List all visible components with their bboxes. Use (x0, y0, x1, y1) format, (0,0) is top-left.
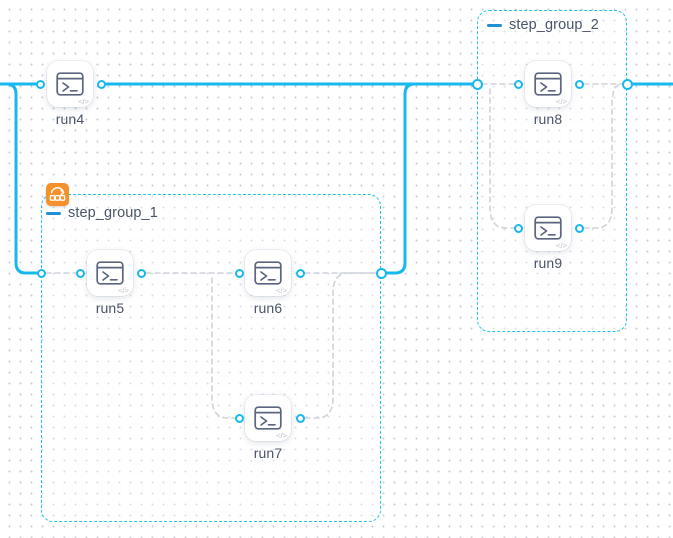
code-glyph-icon: </> (276, 285, 287, 295)
port-run4-out[interactable] (96, 79, 106, 89)
code-glyph-icon: </> (78, 96, 89, 106)
group-label-step_group_2: step_group_2 (509, 17, 599, 33)
node-card-run8[interactable]: </> (525, 61, 571, 107)
node-card-run7[interactable]: </> (245, 395, 291, 441)
port-group2-out[interactable] (621, 78, 633, 90)
node-card-run4[interactable]: </> (47, 61, 93, 107)
node-run4[interactable]: </> run4 (47, 61, 93, 127)
node-label-run6: run6 (253, 300, 283, 316)
terminal-icon (534, 216, 562, 240)
port-run6-out[interactable] (295, 268, 305, 278)
group-frame-step_group_2[interactable] (477, 10, 627, 332)
code-glyph-icon: </> (556, 240, 567, 250)
node-label-run4: run4 (55, 111, 85, 127)
node-label-run9: run9 (533, 255, 563, 271)
group-label-step_group_1: step_group_1 (68, 205, 158, 221)
node-run8[interactable]: </> run8 (525, 61, 571, 127)
port-group1-in[interactable] (36, 268, 46, 278)
code-glyph-icon: </> (276, 430, 287, 440)
terminal-icon (254, 406, 282, 430)
terminal-icon (254, 261, 282, 285)
port-run5-out[interactable] (136, 268, 146, 278)
port-run5-in[interactable] (75, 268, 85, 278)
port-group1-out[interactable] (375, 267, 387, 279)
terminal-icon (96, 261, 124, 285)
group-header-step_group_1[interactable]: step_group_1 (46, 205, 158, 221)
node-run7[interactable]: </> run7 (245, 395, 291, 461)
port-run7-in[interactable] (234, 413, 244, 423)
code-glyph-icon: </> (118, 285, 129, 295)
minus-icon[interactable] (487, 23, 502, 27)
port-run6-in[interactable] (234, 268, 244, 278)
node-card-run9[interactable]: </> (525, 205, 571, 251)
terminal-icon (534, 72, 562, 96)
port-run8-in[interactable] (513, 79, 523, 89)
edge-in-to-group1[interactable] (0, 82, 39, 275)
port-run9-out[interactable] (574, 223, 584, 233)
port-group2-in[interactable] (471, 78, 483, 90)
node-label-run5: run5 (95, 300, 125, 316)
node-run9[interactable]: </> run9 (525, 205, 571, 271)
node-label-run8: run8 (533, 111, 563, 127)
port-run8-out[interactable] (574, 79, 584, 89)
minus-icon[interactable] (46, 211, 61, 215)
node-run5[interactable]: </> run5 (87, 250, 133, 316)
node-card-run6[interactable]: </> (245, 250, 291, 296)
port-run7-out[interactable] (295, 413, 305, 423)
node-run6[interactable]: </> run6 (245, 250, 291, 316)
node-card-run5[interactable]: </> (87, 250, 133, 296)
batch-group-icon (49, 187, 66, 201)
group-badge-step_group_1[interactable] (46, 183, 69, 206)
edge-group1-to-main[interactable] (384, 82, 475, 275)
port-run9-in[interactable] (513, 223, 523, 233)
group-header-step_group_2[interactable]: step_group_2 (487, 17, 599, 33)
port-run4-in[interactable] (35, 79, 45, 89)
terminal-icon (56, 72, 84, 96)
node-label-run7: run7 (253, 445, 283, 461)
group-frame-step_group_1[interactable] (41, 194, 381, 522)
code-glyph-icon: </> (556, 96, 567, 106)
